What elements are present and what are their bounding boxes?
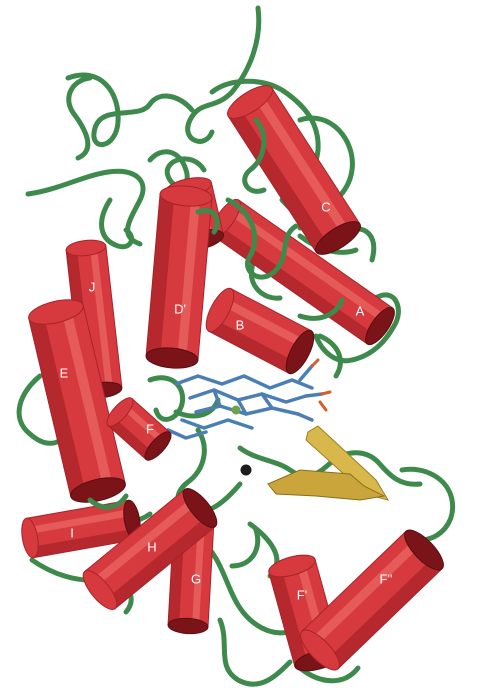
helix-label-fp: F' (297, 587, 307, 602)
metal-ion (241, 465, 252, 476)
helix-label-g: G (191, 571, 201, 586)
helix-label-dp: D' (174, 301, 186, 316)
helix-label-e: E (60, 365, 69, 380)
helix-label-fpp: F'' (380, 571, 393, 586)
helix-label-f: F (146, 421, 154, 436)
heme-group (168, 366, 322, 438)
heme-iron (232, 406, 241, 415)
helix-b: B (201, 285, 319, 378)
helix-label-i: I (70, 525, 74, 540)
helix-label-h: H (147, 539, 156, 554)
helix-label-a: A (356, 303, 365, 318)
helix-label-j: J (89, 279, 96, 294)
helix-label-c: C (321, 199, 330, 214)
helix-label-b: B (236, 317, 245, 332)
heme-oxygens (312, 360, 330, 410)
